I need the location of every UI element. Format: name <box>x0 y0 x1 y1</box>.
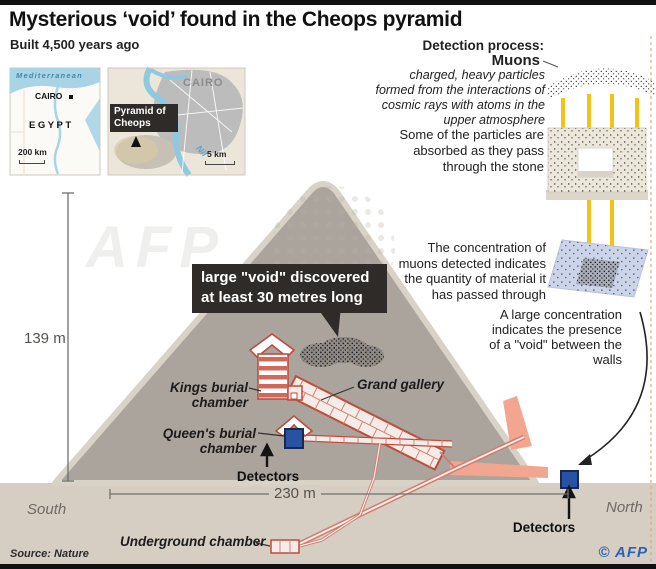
absorption-text: Some of the particles are absorbed as th… <box>399 127 544 174</box>
void-callout-line2: at least 30 metres long <box>201 289 363 306</box>
descending-passage <box>295 434 526 548</box>
void-blob <box>300 337 384 367</box>
egypt-map-cairo-label: CAIRO <box>35 91 63 101</box>
source-credit: Source: Nature <box>10 548 89 560</box>
conclusion-text: A large concentration indicates the pres… <box>489 307 622 367</box>
egypt-map <box>9 67 101 176</box>
underground-chamber-label: Underground chamber <box>120 534 266 549</box>
top-border <box>0 0 656 5</box>
label-connectors <box>248 386 355 547</box>
dimension-lines <box>62 192 569 499</box>
cairo-map-scale-bar <box>205 161 235 165</box>
grand-gallery <box>285 374 446 471</box>
egypt-map-country-label: EGYPT <box>29 120 74 131</box>
page-title: Mysterious ‘void’ found in the Cheops py… <box>9 8 463 31</box>
curved-arrow <box>578 311 648 465</box>
callout-tail <box>316 306 341 337</box>
detection-process-heading: Detection process: <box>422 38 544 53</box>
egypt-map-scale-label: 200 km <box>18 147 47 157</box>
stone-block <box>546 127 648 200</box>
void-callout-line1: large "void" discovered <box>201 269 370 286</box>
kings-chamber-label: Kings burial chamber <box>169 380 248 410</box>
egypt-map-scale-bar <box>19 160 45 164</box>
bottom-border <box>0 564 656 569</box>
grand-gallery-label: Grand gallery <box>357 377 445 392</box>
cairo-map-city-label: CAIRO <box>183 77 224 89</box>
height-measurement: 139 m <box>24 330 66 347</box>
egypt-map-sea-label: Mediterranean <box>16 71 83 80</box>
detectors-outer-label: Detectors <box>512 520 576 535</box>
afp-logo: © AFP <box>598 544 648 561</box>
kings-chamber-structure <box>248 333 303 401</box>
north-label: North <box>606 499 643 516</box>
void-callout: large "void" discovered at least 30 metr… <box>192 264 387 313</box>
page-subtitle: Built 4,500 years ago <box>10 37 140 52</box>
concentration-text: The concentration of muons detected indi… <box>398 240 546 302</box>
cairo-map-scale-label: 5 km <box>207 149 227 159</box>
egypt-map-cairo-dot <box>69 95 73 99</box>
muon-cloud <box>546 68 655 99</box>
muons-pointer-line <box>542 60 559 68</box>
pyramid-of-cheops-label: Pyramid of Cheops <box>110 104 178 132</box>
base-measurement: 230 m <box>269 485 321 502</box>
detector-plate <box>547 239 649 298</box>
muons-definition: charged, heavy particles formed from the… <box>375 68 545 127</box>
muons-term: Muons <box>491 52 540 69</box>
queens-passage <box>302 434 453 448</box>
entrance-areas <box>450 396 548 478</box>
underground-chamber-structure <box>270 539 300 554</box>
queens-chamber-label: Queen's burial chamber <box>162 426 256 456</box>
queens-chamber-structure <box>274 414 314 449</box>
detectors-inner-label: Detectors <box>236 469 300 484</box>
south-label: South <box>27 501 67 518</box>
ground <box>0 483 656 565</box>
